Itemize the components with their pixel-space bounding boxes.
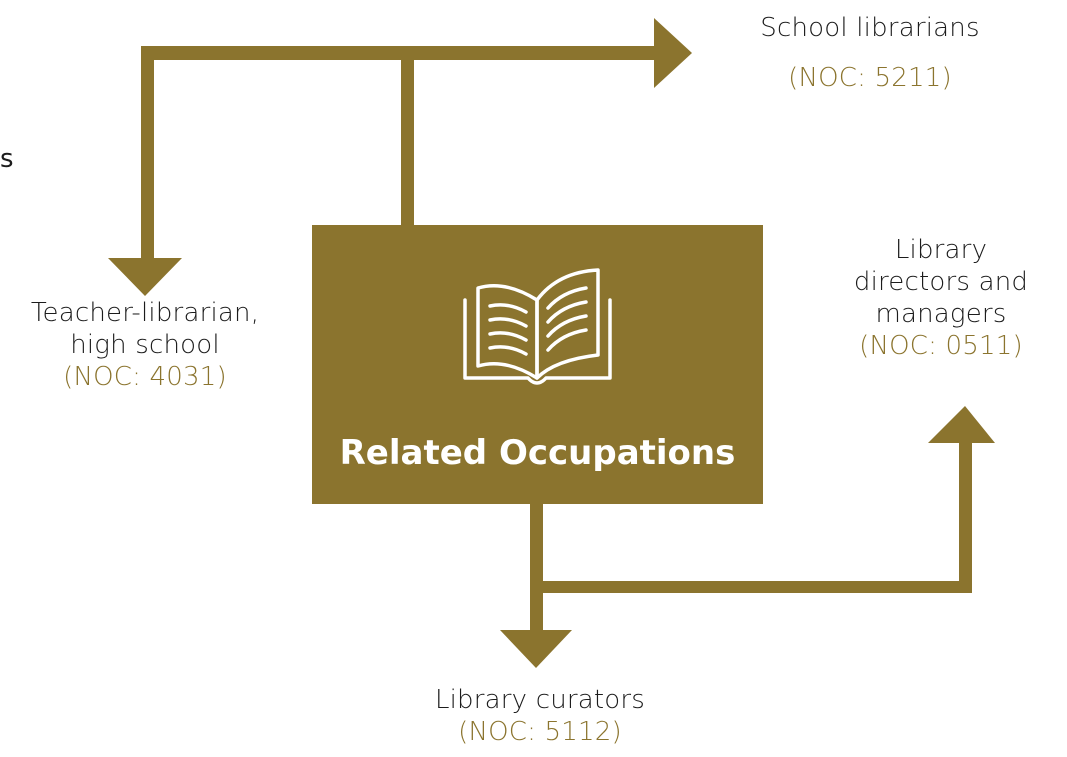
center-title: Related Occupations [339,433,736,473]
center-to-top-connector [401,46,414,226]
library-directors-label: Library directors and managers (NOC: 051… [815,234,1067,362]
arrow-to-library-directors [928,406,995,443]
related-occupations-box: Related Occupations [312,225,763,504]
bottom-horizontal-connector [536,581,968,593]
library-curators-noc: (NOC: 5112) [458,717,622,747]
center-to-bottom-connector [530,503,543,636]
library-directors-name-line3: managers [875,299,1007,329]
teacher-librarian-name-line1: Teacher-librarian, [30,298,260,328]
school-librarians-label: School librarians (NOC: 5211) [720,12,1020,94]
library-curators-label: Library curators (NOC: 5112) [390,684,690,748]
library-directors-noc: (NOC: 0511) [859,331,1023,361]
arrow-to-school-librarians [654,18,692,88]
school-librarians-name: School librarians [760,13,980,43]
left-vertical-connector [141,46,154,264]
open-book-icon [463,268,612,385]
clipped-text-fragment: s [0,144,14,174]
teacher-librarian-noc: (NOC: 4031) [63,362,227,392]
right-vertical-connector [959,440,972,593]
arrow-to-library-curators [500,630,572,668]
teacher-librarian-name-line2: high school [70,330,220,360]
library-directors-name-line1: Library [894,235,988,265]
teacher-librarian-label: Teacher-librarian, high school (NOC: 403… [0,297,290,393]
arrow-to-teacher-librarian [108,258,182,296]
library-curators-name: Library curators [434,685,646,715]
library-directors-name-line2: directors and [853,267,1029,297]
school-librarians-noc: (NOC: 5211) [788,63,952,93]
